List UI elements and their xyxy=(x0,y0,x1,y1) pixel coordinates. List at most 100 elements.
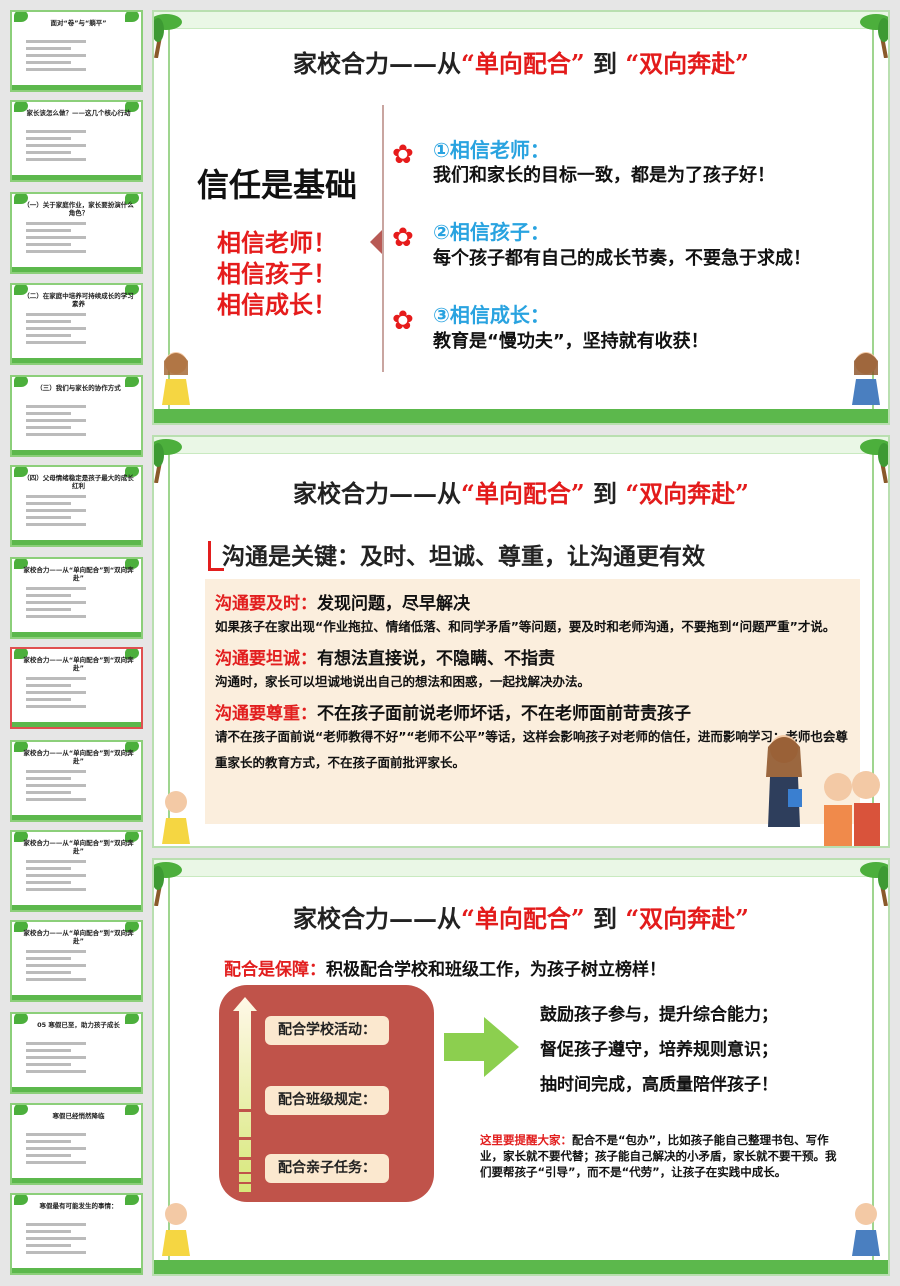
item-body: 沟通时，家长可以坦诚地说出自己的想法和困惑，一起找解决办法。 xyxy=(215,674,591,689)
thumbnail-content xyxy=(26,766,86,805)
title-highlight: “单向配合” xyxy=(461,49,585,78)
cooperation-label: 配合亲子任务： xyxy=(265,1154,389,1183)
slide-thumbnail[interactable]: （四）父母情绪稳定是孩子最大的成长红利 xyxy=(10,465,143,547)
result-text: 鼓励孩子参与，提升综合能力； xyxy=(540,1005,778,1025)
item-heading: 沟通要及时：发现问题，尽早解决 xyxy=(215,589,850,614)
title-prefix: 家校合力——从 xyxy=(293,49,462,78)
thumbnail-title: 家校合力——从“单向配合”到“双向奔赴” xyxy=(23,929,134,945)
slide-thumbnail[interactable]: 家校合力——从“单向配合”到“双向奔赴” xyxy=(10,647,143,729)
section-heading: 沟通是关键：及时、坦诚、尊重，让沟通更有效 xyxy=(222,543,705,570)
palm-tree-icon xyxy=(14,1105,28,1115)
section-label: 配合是保障： xyxy=(224,960,326,980)
slide-thumbnail[interactable]: （三）我们与家长的协作方式 xyxy=(10,375,143,457)
palm-tree-icon xyxy=(125,377,139,387)
slide-cooperation[interactable]: 家校合力——从“单向配合” 到 “双向奔赴” 配合是保障：积极配合学校和班级工作… xyxy=(152,858,890,1276)
top-band xyxy=(154,860,888,876)
pointer-triangle xyxy=(370,230,382,254)
grass-bar xyxy=(12,815,141,820)
palm-tree-icon xyxy=(125,1105,139,1115)
item-label: 沟通要尊重： xyxy=(215,704,317,724)
top-band xyxy=(154,437,888,453)
point-heading: ①相信老师： xyxy=(433,138,550,162)
slogan: 相信孩子！ xyxy=(217,259,337,288)
slide-thumbnail[interactable]: 05 寒假已至，助力孩子成长 xyxy=(10,1012,143,1094)
thumbnail-title: 家校合力——从“单向配合”到“双向奔赴” xyxy=(23,839,134,855)
slide-thumbnail[interactable]: 家校合力——从“单向配合”到“双向奔赴” xyxy=(10,920,143,1002)
palm-tree-icon xyxy=(125,649,139,659)
cooperation-label: 配合学校活动： xyxy=(265,1016,389,1045)
slide-thumbnail[interactable]: 家校合力——从“单向配合”到“双向奔赴” xyxy=(10,830,143,912)
thumbnail-content xyxy=(26,126,86,165)
trust-heading: 信任是基础 xyxy=(197,166,358,204)
thumbnail-content xyxy=(26,218,86,257)
palm-tree-icon xyxy=(154,14,182,58)
thumbnail-title: 家校合力——从“单向配合”到“双向奔赴” xyxy=(23,749,134,765)
title-mid: 到 xyxy=(593,49,617,78)
slide-thumbnail[interactable]: 寒假最有可能发生的事情： xyxy=(10,1193,143,1275)
slide-title: 家校合力——从“单向配合” 到 “双向奔赴” xyxy=(154,474,888,509)
point-body: 我们和家长的目标一致，都是为了孩子好！ xyxy=(433,165,775,186)
grass-bar xyxy=(12,85,141,90)
palm-tree-icon xyxy=(860,14,888,58)
palm-tree-icon xyxy=(14,194,28,204)
slide-frame xyxy=(168,28,874,409)
grass-bar xyxy=(12,267,141,272)
grass-bar xyxy=(12,450,141,455)
palm-tree-icon xyxy=(154,862,182,906)
communication-box: 沟通要及时：发现问题，尽早解决 如果孩子在家出现“作业拖拉、情绪低落、和同学矛盾… xyxy=(205,579,860,824)
slide-thumbnail[interactable]: （一）关于家庭作业，家长要扮演什么角色？ xyxy=(10,192,143,274)
slide-title: 家校合力——从“单向配合” 到 “双向奔赴” xyxy=(154,899,888,934)
slide-thumbnail[interactable]: 家长该怎么做？——这几个核心行动 xyxy=(10,100,143,182)
palm-tree-icon xyxy=(14,467,28,477)
item-sub: 有想法直接说，不隐瞒、不指责 xyxy=(317,649,555,669)
palm-tree-icon xyxy=(14,832,28,842)
slide-frame xyxy=(168,453,874,832)
top-band xyxy=(154,12,888,28)
palm-tree-icon xyxy=(860,439,888,483)
item-label: 沟通要及时： xyxy=(215,594,317,614)
grass-bar xyxy=(154,409,888,423)
slide-title: 家校合力——从“单向配合” 到 “双向奔赴” xyxy=(154,44,888,79)
cooperation-label: 配合班级规定： xyxy=(265,1086,389,1115)
point-heading: ②相信孩子： xyxy=(433,220,550,244)
thumbnail-title: 家校合力——从“单向配合”到“双向奔赴” xyxy=(23,566,134,582)
grass-bar xyxy=(12,358,141,363)
grass-bar xyxy=(12,722,141,727)
point-body: 教育是“慢功夫”，坚持就有收获！ xyxy=(433,331,709,352)
girl-illustration xyxy=(162,791,190,844)
girl-illustration xyxy=(162,352,190,405)
palm-tree-icon xyxy=(125,559,139,569)
palm-tree-icon xyxy=(14,559,28,569)
palm-tree-icon xyxy=(125,1014,139,1024)
slide-thumbnail[interactable]: 寒假已经悄然降临 xyxy=(10,1103,143,1185)
palm-tree-icon xyxy=(125,102,139,112)
slide-communication[interactable]: 家校合力——从“单向配合” 到 “双向奔赴” 沟通是关键：及时、坦诚、尊重，让沟… xyxy=(152,435,890,848)
thumbnail-title: 寒假最有可能发生的事情： xyxy=(39,1202,118,1210)
thumbnail-title: 05 寒假已至，助力孩子成长 xyxy=(37,1021,120,1029)
slide-thumbnail[interactable]: 面对“卷”与“躺平” xyxy=(10,10,143,92)
thumbnail-content xyxy=(26,309,86,348)
slide-trust[interactable]: 家校合力——从“单向配合” 到 “双向奔赴” 信任是基础 相信老师！ 相信孩子！… xyxy=(152,10,890,425)
slide-thumbnail[interactable]: （二）在家庭中培养可持续成长的学习素养 xyxy=(10,283,143,365)
thumbnail-title: 寒假已经悄然降临 xyxy=(52,1112,105,1120)
thumbnail-title: （一）关于家庭作业，家长要扮演什么角色？ xyxy=(23,201,134,217)
palm-tree-icon xyxy=(125,742,139,752)
grass-bar xyxy=(12,1268,141,1273)
point-body: 每个孩子都有自己的成长节奏，不要急于求成！ xyxy=(433,248,811,269)
thumbnail-title: （二）在家庭中培养可持续成长的学习素养 xyxy=(23,292,134,308)
flower-icon: ✿ xyxy=(392,223,414,253)
section-sub: 积极配合学校和班级工作，为孩子树立榜样！ xyxy=(326,960,666,980)
slide-thumbnail-panel[interactable]: 面对“卷”与“躺平”家长该怎么做？——这几个核心行动 （一）关于家庭作业，家长要扮… xyxy=(0,0,148,1286)
grass-bar xyxy=(12,540,141,545)
item-heading: 沟通要坦诚：有想法直接说，不隐瞒、不指责 xyxy=(215,644,850,669)
title-highlight: “双向奔赴” xyxy=(625,904,749,933)
palm-tree-icon xyxy=(14,922,28,932)
section-heading: 配合是保障：积极配合学校和班级工作，为孩子树立榜样！ xyxy=(224,955,666,980)
title-mid: 到 xyxy=(593,479,617,508)
slide-thumbnail[interactable]: 家校合力——从“单向配合”到“双向奔赴” xyxy=(10,557,143,639)
thumbnail-content xyxy=(26,856,86,895)
slide-thumbnail[interactable]: 家校合力——从“单向配合”到“双向奔赴” xyxy=(10,740,143,822)
girl-illustration xyxy=(852,352,880,405)
grass-bar xyxy=(12,905,141,910)
item-body: 如果孩子在家出现“作业拖拉、情绪低落、和同学矛盾”等问题，要及时和老师沟通，不要… xyxy=(215,619,836,634)
